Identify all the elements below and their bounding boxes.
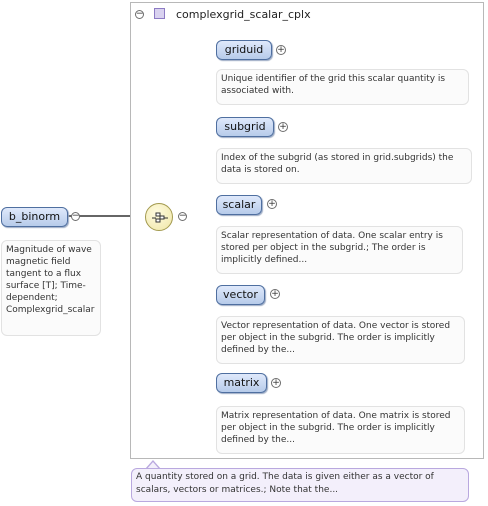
element-subgrid[interactable]: subgrid [216,117,274,137]
griduid-doc: Unique identifier of the grid this scala… [216,69,469,105]
expand-vector-button[interactable]: + [270,289,280,299]
sequence-compositor-icon[interactable] [145,203,173,231]
vector-doc: Vector representation of data. One vecto… [216,316,465,364]
expand-scalar-button[interactable]: + [267,199,277,209]
sequence-glyph [152,212,168,223]
element-matrix[interactable]: matrix [216,373,267,393]
matrix-doc: Matrix representation of data. One matri… [216,406,465,454]
root-element-b-binorm[interactable]: b_binorm [1,207,68,227]
element-scalar[interactable]: scalar [216,195,262,215]
expand-matrix-button[interactable]: + [271,378,281,388]
complex-type-icon [154,8,165,19]
element-griduid[interactable]: griduid [216,40,272,60]
expand-griduid-button[interactable]: + [276,45,286,55]
collapse-sequence-button[interactable]: − [178,211,187,221]
root-element-doc: Magnitude of wave magnetic field tangent… [1,240,101,336]
scalar-doc: Scalar representation of data. One scala… [216,226,463,274]
subgrid-doc: Index of the subgrid (as stored in grid.… [216,148,472,184]
expand-subgrid-button[interactable]: + [278,122,288,132]
callout-pointer-fill [146,462,160,470]
complex-type-doc: A quantity stored on a grid. The data is… [131,468,469,502]
collapse-root-button[interactable]: − [71,211,80,221]
collapse-type-button[interactable]: − [135,9,144,19]
element-vector[interactable]: vector [216,285,265,305]
complex-type-name: complexgrid_scalar_cplx [176,8,311,21]
